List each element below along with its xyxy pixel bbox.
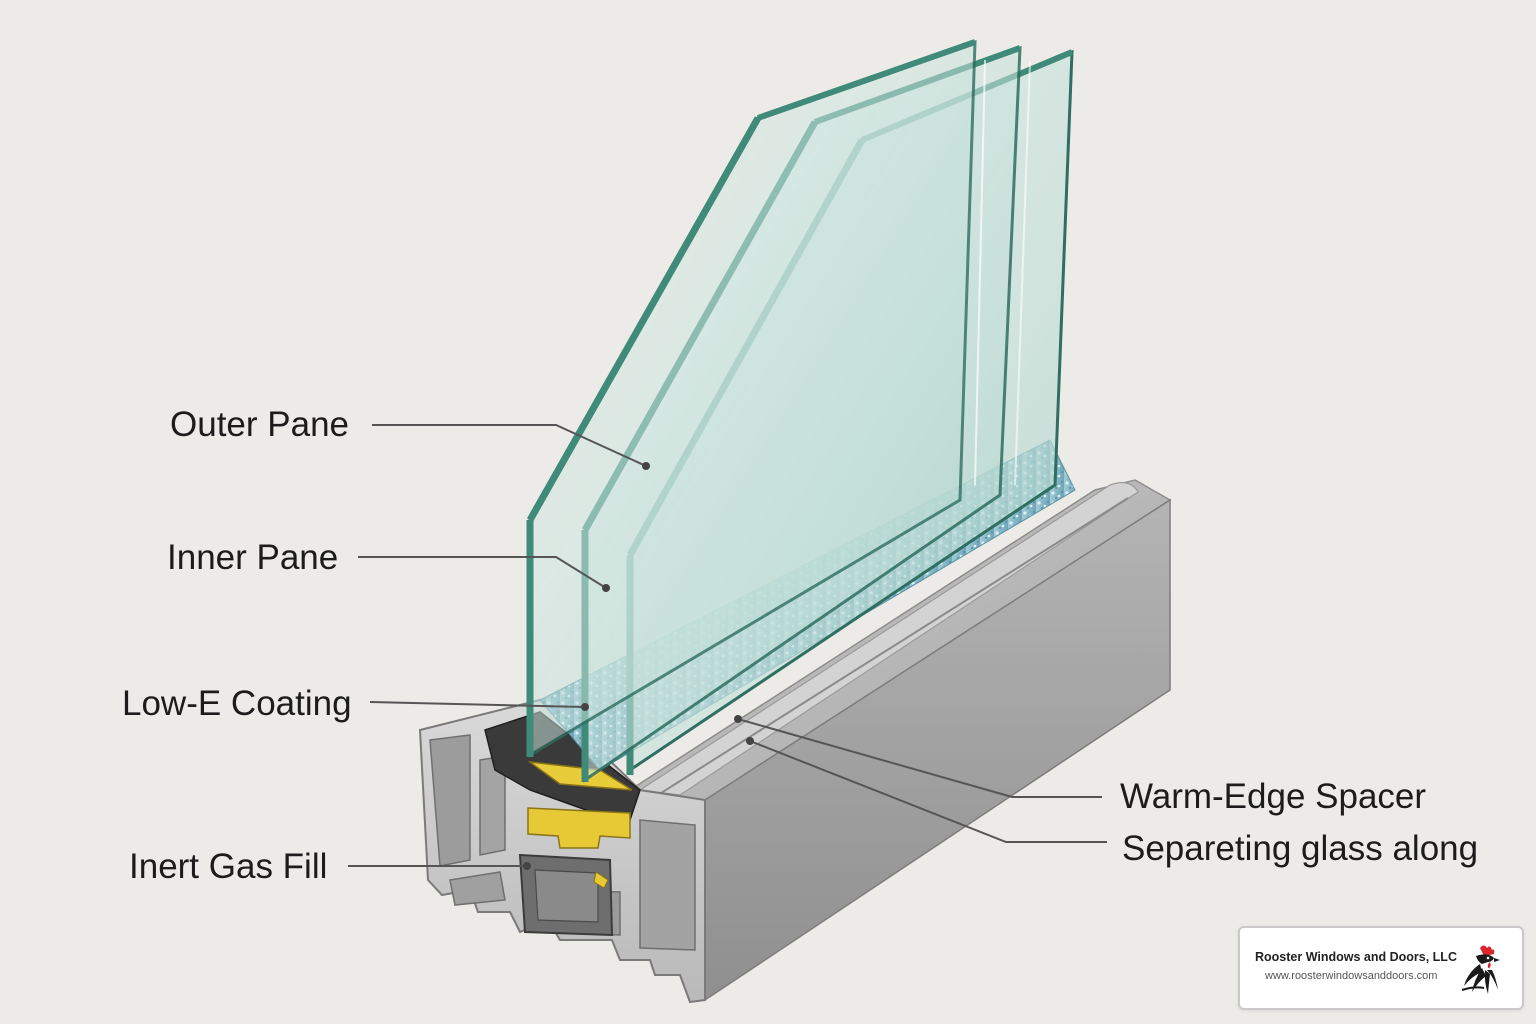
frame-chamber-right xyxy=(639,819,696,951)
frame-chamber-left xyxy=(429,734,471,867)
rooster-logo-icon xyxy=(1461,945,1500,994)
frame-chamber-low xyxy=(449,871,506,906)
leader-outer-pane xyxy=(372,424,647,467)
label-separating-glass: Separeting glass along xyxy=(1122,829,1479,868)
leader-lines xyxy=(348,424,1107,867)
label-warm-edge-spacer: Warm-Edge Spacer xyxy=(1120,777,1427,816)
warm-edge-spacer xyxy=(527,760,633,791)
leader-dots xyxy=(523,462,754,870)
brand-name: Rooster Windows and Doors, LLC xyxy=(1255,950,1457,964)
label-inner-pane: Inner Pane xyxy=(167,538,339,577)
leader-warm-edge xyxy=(737,718,1102,798)
brand-card: Rooster Windows and Doors, LLC www.roost… xyxy=(1238,926,1524,1010)
brand-url[interactable]: www.roosterwindowsanddoors.com xyxy=(1265,970,1438,982)
spacer-lower xyxy=(527,807,631,849)
label-inert-gas-fill: Inert Gas Fill xyxy=(129,847,328,886)
leader-separating xyxy=(749,740,1107,843)
leader-low-e xyxy=(369,701,586,708)
label-low-e-coating: Low-E Coating xyxy=(122,684,352,723)
label-outer-pane: Outer Pane xyxy=(170,405,349,444)
leader-inner-pane xyxy=(358,556,607,589)
frame-ridge xyxy=(638,482,1139,796)
